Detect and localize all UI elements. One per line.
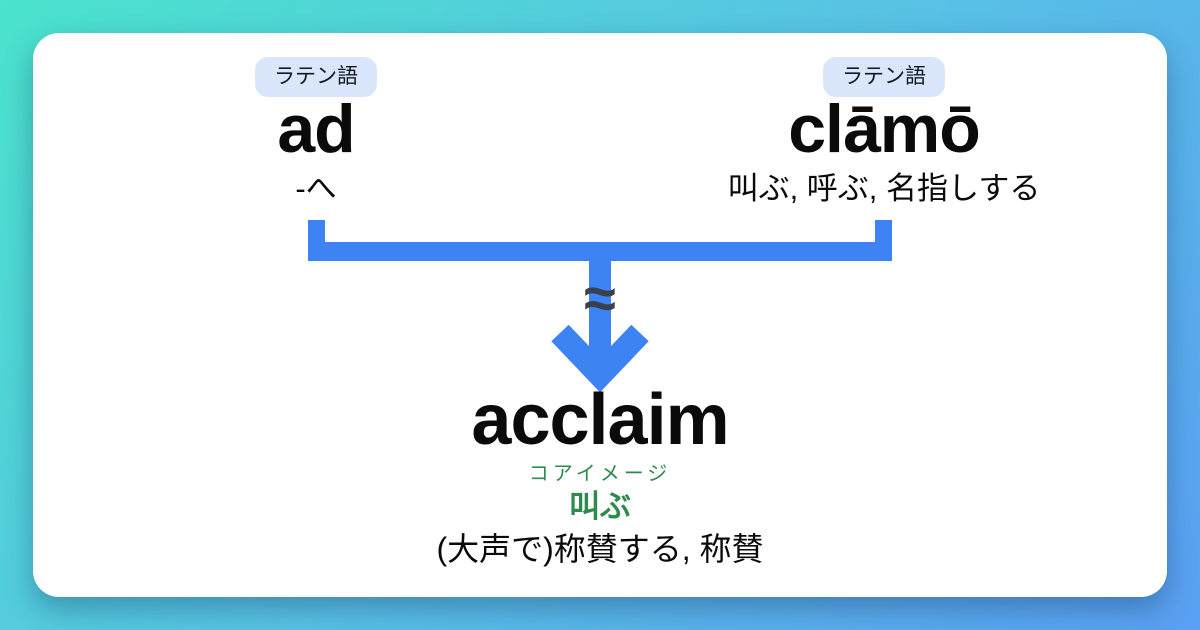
arrow-head-icon	[551, 324, 649, 393]
merge-bracket-arrow-icon	[308, 220, 892, 393]
language-badge-right: ラテン語	[823, 57, 945, 97]
approximately-equal-icon: ≈	[584, 266, 616, 331]
result-meaning: (大声で)称賛する, 称賛	[436, 531, 764, 567]
arrow-stem	[589, 242, 611, 378]
etymology-card: ラテン語 ad -へ ラテン語 clāmō 叫ぶ, 呼ぶ, 名指しする ≈ ac…	[33, 33, 1167, 597]
origin-word-left: ad	[277, 91, 355, 167]
result-word: acclaim	[471, 380, 729, 460]
origin-meaning-left: -へ	[295, 171, 337, 206]
origin-word-right: clāmō	[788, 91, 981, 167]
bracket-shape	[308, 220, 892, 261]
core-image-label: コアイメージ	[528, 463, 672, 485]
core-image-value: 叫ぶ	[569, 489, 631, 524]
language-badge-left: ラテン語	[255, 57, 377, 97]
origin-meaning-right: 叫ぶ, 呼ぶ, 名指しする	[727, 171, 1041, 206]
